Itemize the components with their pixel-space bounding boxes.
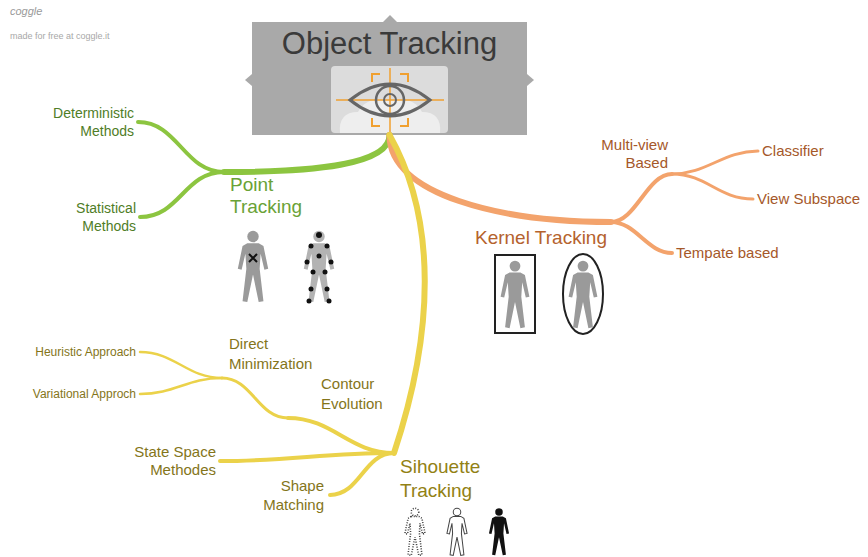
branch-node: Kernel Tracking (471, 222, 611, 252)
branch-line (390, 135, 425, 453)
root-box (245, 15, 534, 135)
branch-line (672, 174, 753, 199)
branch-line (611, 222, 672, 253)
branch-node: State Space Methodes (120, 441, 220, 481)
branch-line (138, 122, 224, 172)
node-text: Variational Approch (33, 386, 136, 402)
branch-line (330, 453, 394, 495)
node-text: Multi-view Based (582, 136, 668, 172)
branch-node: Variational Approch (29, 384, 140, 404)
node-text: Statistical Methods (76, 199, 136, 235)
watermark: made for free at coggle.it (10, 31, 110, 41)
branch-line (672, 151, 758, 174)
node-text: Shape Matching (263, 476, 324, 514)
branch-line (288, 418, 394, 453)
branch-node: Heuristic Approach (31, 342, 140, 362)
branch-line (140, 172, 224, 217)
branch-node: Sihouette Tracking (394, 453, 484, 505)
node-text: Kernel Tracking (475, 226, 607, 250)
branch-line (140, 352, 222, 378)
root-node: Object Tracking (252, 22, 527, 135)
node-text: Deterministic Methods (53, 104, 134, 140)
branch-line (390, 135, 612, 222)
branch-node: Classifier (758, 140, 828, 162)
branch-line (222, 378, 288, 418)
node-text: Direct Minimization (229, 334, 312, 374)
node-text: State Space Methodes (124, 443, 216, 479)
watermark: coggle (10, 5, 42, 17)
branch-node: Statistical Methods (72, 197, 140, 237)
branch-node: Point Tracking (224, 172, 306, 220)
eye-icon (336, 68, 444, 133)
branch-node: Multi-view Based (578, 134, 672, 174)
point-tracking-figures (238, 231, 334, 304)
node-text: View Subspace (757, 190, 860, 208)
branch-node: Direct Minimization (222, 332, 316, 378)
branch-line (611, 174, 672, 222)
branch-node: Tempate based (672, 242, 783, 264)
kernel-tracking-figures (495, 254, 603, 334)
branch-node: Contour Evolution (288, 372, 387, 418)
branch-line (140, 378, 222, 394)
node-text: Tempate based (676, 244, 779, 262)
branch-node: Deterministic Methods (49, 102, 138, 142)
node-text: Sihouette Tracking (400, 455, 480, 503)
node-text: Classifier (762, 142, 824, 160)
branch-line (220, 453, 394, 461)
node-text: Object Tracking (252, 26, 527, 62)
node-text: Heuristic Approach (35, 344, 136, 360)
node-text: Contour Evolution (321, 374, 383, 414)
branch-node: Shape Matching (259, 474, 330, 516)
node-text: Point Tracking (230, 174, 302, 218)
branch-line (224, 135, 390, 172)
branch-node: View Subspace (753, 188, 864, 210)
silhouette-figures (405, 508, 509, 555)
